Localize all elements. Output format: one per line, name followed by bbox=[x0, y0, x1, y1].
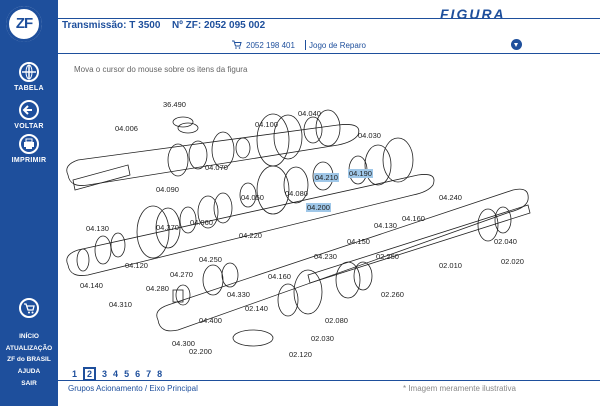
part-label-04-060[interactable]: 04.060 bbox=[190, 218, 213, 227]
page-6[interactable]: 6 bbox=[135, 369, 141, 379]
part-label-02-120[interactable]: 02.120 bbox=[289, 350, 312, 359]
diagram-drawing bbox=[66, 109, 531, 347]
part-label-02-030[interactable]: 02.030 bbox=[311, 334, 334, 343]
footer-divider bbox=[58, 380, 600, 381]
part-label-04-210[interactable]: 04.210 bbox=[314, 173, 339, 182]
part-label-04-220[interactable]: 04.220 bbox=[239, 231, 262, 240]
download-icon[interactable] bbox=[511, 39, 522, 50]
part-number[interactable]: 2052 198 401 bbox=[246, 41, 295, 50]
zf-number-label: Nº ZF: 2052 095 002 bbox=[172, 20, 266, 31]
illustrative-note: * Imagem meramente ilustrativa bbox=[403, 384, 516, 393]
part-label-02-260[interactable]: 02.260 bbox=[381, 290, 404, 299]
printer-icon bbox=[19, 134, 39, 154]
cart-small-icon[interactable] bbox=[232, 40, 242, 49]
part-label-04-280[interactable]: 04.280 bbox=[146, 284, 169, 293]
page-1[interactable]: 1 bbox=[72, 369, 78, 379]
grid-globe-icon bbox=[19, 62, 39, 82]
arrow-left-icon bbox=[19, 100, 39, 120]
part-label-04-040[interactable]: 04.040 bbox=[298, 109, 321, 118]
cart-button[interactable] bbox=[0, 298, 58, 318]
part-label-04-006[interactable]: 04.006 bbox=[115, 124, 138, 133]
part-label-02-040[interactable]: 02.040 bbox=[494, 237, 517, 246]
page-7[interactable]: 7 bbox=[146, 369, 152, 379]
part-label-04-160[interactable]: 04.160 bbox=[402, 214, 425, 223]
part-label-04-130[interactable]: 04.130 bbox=[86, 224, 109, 233]
separator bbox=[305, 40, 306, 50]
imprimir-button[interactable]: IMPRIMIR bbox=[0, 134, 58, 164]
part-label-04-130[interactable]: 04.130 bbox=[374, 221, 397, 230]
part-label-04-240[interactable]: 04.240 bbox=[439, 193, 462, 202]
part-label-04-330[interactable]: 04.330 bbox=[227, 290, 250, 299]
part-label-04-100[interactable]: 04.100 bbox=[255, 120, 278, 129]
page-3[interactable]: 3 bbox=[102, 369, 108, 379]
transmission-label: Transmissão: T 3500 bbox=[62, 20, 161, 31]
zf-logo[interactable]: ZF bbox=[6, 6, 42, 42]
part-label-04-250[interactable]: 04.250 bbox=[199, 255, 222, 264]
page-5[interactable]: 5 bbox=[124, 369, 130, 379]
sair-link[interactable]: SAIR bbox=[21, 380, 37, 387]
ajuda-link[interactable]: AJUDA bbox=[17, 368, 41, 375]
part-label-04-070[interactable]: 04.070 bbox=[205, 163, 228, 172]
page-2[interactable]: 2 bbox=[83, 367, 97, 381]
part-label-04-030[interactable]: 04.030 bbox=[358, 131, 381, 140]
tabela-label: TABELA bbox=[14, 85, 44, 92]
subheader-divider bbox=[58, 53, 600, 54]
sidebar: ZF TABELA VOLTAR IMPRIMIR bbox=[0, 0, 58, 406]
part-label-04-200[interactable]: 04.200 bbox=[306, 203, 331, 212]
inicio-link[interactable]: INÍCIO bbox=[19, 333, 39, 340]
part-label-04-080[interactable]: 04.080 bbox=[285, 189, 308, 198]
zf-do-brasil-link[interactable]: ZF do BRASIL bbox=[7, 356, 51, 363]
page-8[interactable]: 8 bbox=[157, 369, 163, 379]
groups-link[interactable]: Grupos Acionamento / Eixo Principal bbox=[68, 384, 198, 393]
part-description[interactable]: Jogo de Reparo bbox=[309, 41, 366, 50]
part-label-04-050[interactable]: 04.050 bbox=[241, 193, 264, 202]
page-4[interactable]: 4 bbox=[113, 369, 119, 379]
tabela-button[interactable]: TABELA bbox=[0, 62, 58, 92]
voltar-button[interactable]: VOLTAR bbox=[0, 100, 58, 130]
part-label-04-090[interactable]: 04.090 bbox=[156, 185, 179, 194]
part-label-04-400[interactable]: 04.400 bbox=[199, 316, 222, 325]
section-title: FIGURA bbox=[440, 6, 506, 22]
instruction-text: Mova o cursor do mouse sobre os itens da… bbox=[74, 65, 248, 74]
part-label-04-190[interactable]: 04.190 bbox=[348, 169, 373, 178]
part-label-04-230[interactable]: 04.230 bbox=[314, 252, 337, 261]
header-divider bbox=[58, 18, 600, 19]
part-label-04-160[interactable]: 04.160 bbox=[268, 272, 291, 281]
part-label-04-140[interactable]: 04.140 bbox=[80, 281, 103, 290]
part-label-02-250[interactable]: 02.250 bbox=[376, 252, 399, 261]
part-label-36-490[interactable]: 36.490 bbox=[163, 100, 186, 109]
part-label-04-310[interactable]: 04.310 bbox=[109, 300, 132, 309]
part-label-04-300[interactable]: 04.300 bbox=[172, 339, 195, 348]
exploded-diagram: 36.490 04.006 04.100 04.040 04.030 04.070 04.0… bbox=[58, 80, 600, 370]
cart-icon bbox=[19, 298, 39, 318]
part-label-04-270[interactable]: 04.270 bbox=[170, 270, 193, 279]
part-label-02-080[interactable]: 02.080 bbox=[325, 316, 348, 325]
part-label-02-010[interactable]: 02.010 bbox=[439, 261, 462, 270]
part-label-04-370[interactable]: 04.370 bbox=[156, 223, 179, 232]
part-label-04-150[interactable]: 04.150 bbox=[347, 237, 370, 246]
voltar-label: VOLTAR bbox=[14, 123, 44, 130]
part-label-02-200[interactable]: 02.200 bbox=[189, 347, 212, 356]
part-label-02-140[interactable]: 02.140 bbox=[245, 304, 268, 313]
atualizacao-link[interactable]: ATUALIZAÇÃO bbox=[5, 345, 53, 352]
imprimir-label: IMPRIMIR bbox=[11, 157, 47, 164]
part-label-04-120[interactable]: 04.120 bbox=[125, 261, 148, 270]
part-label-02-020[interactable]: 02.020 bbox=[501, 257, 524, 266]
